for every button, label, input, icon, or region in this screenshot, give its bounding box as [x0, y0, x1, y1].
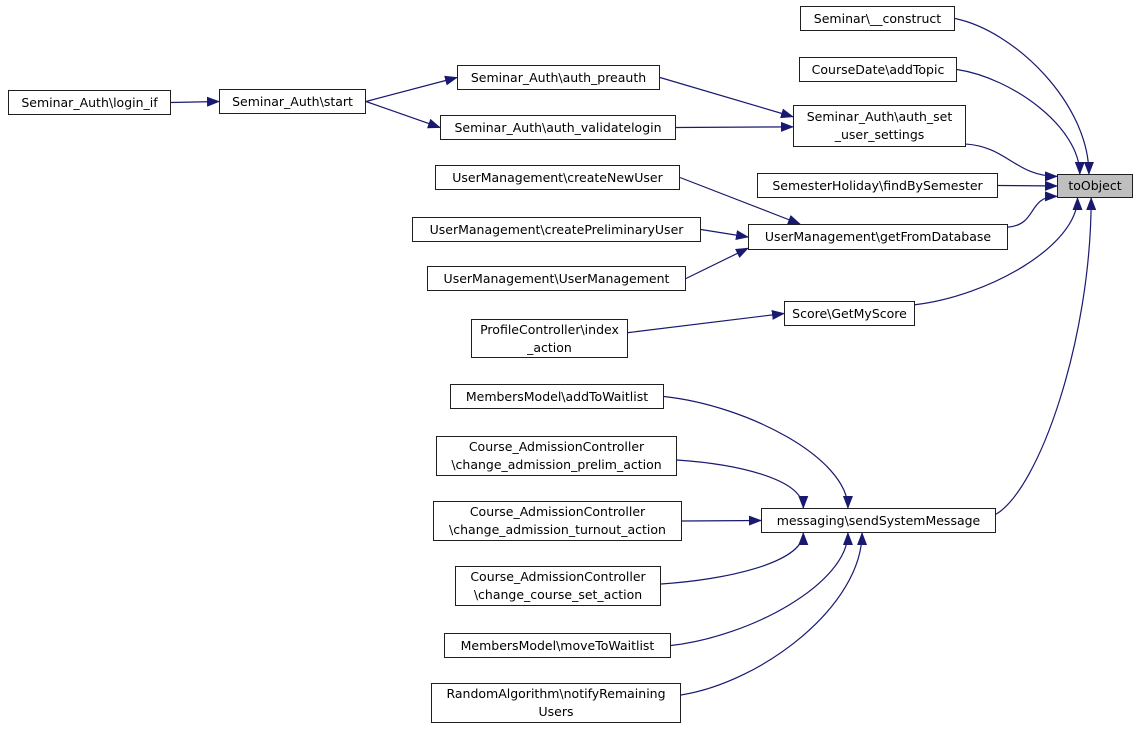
- edge-getmyscore-to-toobject: [914, 197, 1083, 306]
- node-label: \change_course_set_action: [473, 587, 643, 602]
- node-label: \change_admission_turnout_action: [449, 522, 666, 537]
- edge-sendsystemmessage-to-toobject: [995, 197, 1097, 515]
- edge-seminar-auth-start-to-auth-validatelogin: [365, 100, 441, 129]
- node-auth-preauth[interactable]: Seminar_Auth\auth_preauth: [457, 65, 660, 90]
- node-label: Seminar_Auth\login_if: [21, 94, 158, 110]
- node-auth-validatelogin[interactable]: Seminar_Auth\auth_validatelogin: [440, 115, 676, 140]
- node-seminar-auth-login-if[interactable]: Seminar_Auth\login_if: [8, 90, 171, 115]
- node-label: MembersModel\addToWaitlist: [465, 388, 649, 404]
- node-label: SemesterHoliday\findBySemester: [772, 177, 983, 193]
- node-seminar-construct[interactable]: Seminar\__construct: [800, 6, 955, 31]
- node-label: UserManagement\createNewUser: [452, 169, 663, 185]
- node-label: _action: [527, 339, 572, 355]
- node-label: UserManagement\UserManagement: [443, 270, 670, 286]
- node-label: CourseDate\addTopic: [811, 61, 945, 77]
- node-label: Seminar_Auth\auth_preauth: [470, 69, 647, 85]
- node-findbysemester[interactable]: SemesterHoliday\findBySemester: [757, 173, 998, 198]
- node-addtowaitlist[interactable]: MembersModel\addToWaitlist: [450, 384, 664, 409]
- node-toobject[interactable]: toObject: [1057, 174, 1133, 198]
- node-create-new-user[interactable]: UserManagement\createNewUser: [435, 165, 680, 190]
- node-seminar-auth-start[interactable]: Seminar_Auth\start: [219, 89, 366, 114]
- node-getfromdatabase[interactable]: UserManagement\getFromDatabase: [748, 224, 1008, 250]
- node-label: Course_AdmissionController: [469, 504, 646, 519]
- edge-create-preliminary-user-to-getfromdatabase: [700, 228, 749, 241]
- node-label: messaging\sendSystemMessage: [776, 512, 981, 528]
- node-label: Seminar\__construct: [813, 10, 942, 26]
- node-label: Course_AdmissionController: [470, 569, 646, 584]
- node-label: Users: [538, 704, 574, 719]
- edge-usermanagement-ctor-to-getfromdatabase: [685, 247, 749, 280]
- node-create-preliminary-user[interactable]: UserManagement\createPreliminaryUser: [412, 217, 701, 242]
- node-change-admission-prelim[interactable]: Course_AdmissionController \change_admiss…: [436, 436, 677, 476]
- node-label: Seminar_Auth\auth_set: [806, 109, 953, 124]
- node-label: Seminar_Auth\auth_validatelogin: [454, 119, 662, 135]
- node-getmyscore[interactable]: Score\GetMyScore: [784, 301, 915, 326]
- node-label: ProfileController\index: [480, 321, 619, 337]
- edge-change-course-set-to-sendsystemmessage: [660, 532, 809, 585]
- node-movetowaitlist[interactable]: MembersModel\moveToWaitlist: [444, 633, 671, 658]
- edge-addtowaitlist-to-sendsystemmessage: [663, 395, 853, 509]
- node-label: MembersModel\moveToWaitlist: [460, 637, 655, 653]
- node-label: UserManagement\getFromDatabase: [764, 229, 992, 244]
- node-label: Score\GetMyScore: [792, 305, 907, 321]
- node-coursedate-addtopic[interactable]: CourseDate\addTopic: [799, 57, 957, 82]
- edge-profile-index-action-to-getmyscore: [627, 309, 785, 334]
- node-label: Seminar_Auth\start: [232, 93, 353, 109]
- edge-getfromdatabase-to-toobject: [1007, 191, 1058, 228]
- edge-seminar-auth-start-to-auth-preauth: [365, 75, 458, 103]
- edge-change-admission-turnout-to-sendsystemmessage: [681, 515, 762, 526]
- node-label: _user_settings: [834, 127, 925, 142]
- edge-findbysemester-to-toobject: [997, 180, 1058, 191]
- edge-change-admission-prelim-to-sendsystemmessage: [676, 459, 809, 509]
- edge-movetowaitlist-to-sendsystemmessage: [670, 532, 853, 647]
- node-change-admission-turnout[interactable]: Course_AdmissionController \change_admiss…: [433, 501, 682, 541]
- edge-seminar-auth-login-if-to-seminar-auth-start: [170, 96, 220, 107]
- node-label: Course_AdmissionController: [468, 439, 645, 454]
- node-usermanagement-ctor[interactable]: UserManagement\UserManagement: [427, 266, 686, 291]
- node-label: RandomAlgorithm\notifyRemaining: [446, 686, 666, 701]
- node-profile-index-action[interactable]: ProfileController\index _action: [471, 319, 628, 358]
- edge-notify-remaining-users-to-sendsystemmessage: [680, 532, 868, 696]
- edge-auth-preauth-to-auth-set-user-settings: [659, 76, 794, 119]
- node-label: \change_admission_prelim_action: [451, 457, 662, 472]
- edge-auth-set-user-settings-to-toobject: [965, 143, 1058, 182]
- edge-coursedate-addtopic-to-toobject: [956, 68, 1085, 175]
- node-sendsystemmessage[interactable]: messaging\sendSystemMessage: [761, 508, 996, 533]
- node-label: UserManagement\createPreliminaryUser: [429, 221, 684, 237]
- node-change-course-set[interactable]: Course_AdmissionController \change_course…: [455, 566, 661, 606]
- node-auth-set-user-settings[interactable]: Seminar_Auth\auth_set _user_settings: [793, 105, 966, 147]
- node-label: toObject: [1068, 178, 1122, 193]
- edge-seminar-construct-to-toobject: [954, 17, 1094, 175]
- edge-auth-validatelogin-to-auth-set-user-settings: [675, 121, 794, 132]
